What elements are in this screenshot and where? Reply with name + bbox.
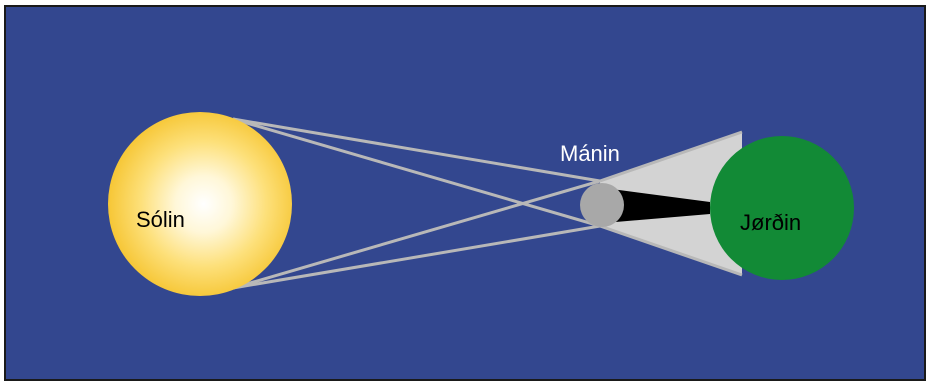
moon — [580, 183, 624, 227]
moon-label: Mánin — [560, 141, 620, 167]
earth — [710, 136, 854, 280]
earth-label: Jørðin — [740, 210, 801, 236]
sun — [108, 112, 292, 296]
sun-label: Sólin — [136, 207, 185, 233]
